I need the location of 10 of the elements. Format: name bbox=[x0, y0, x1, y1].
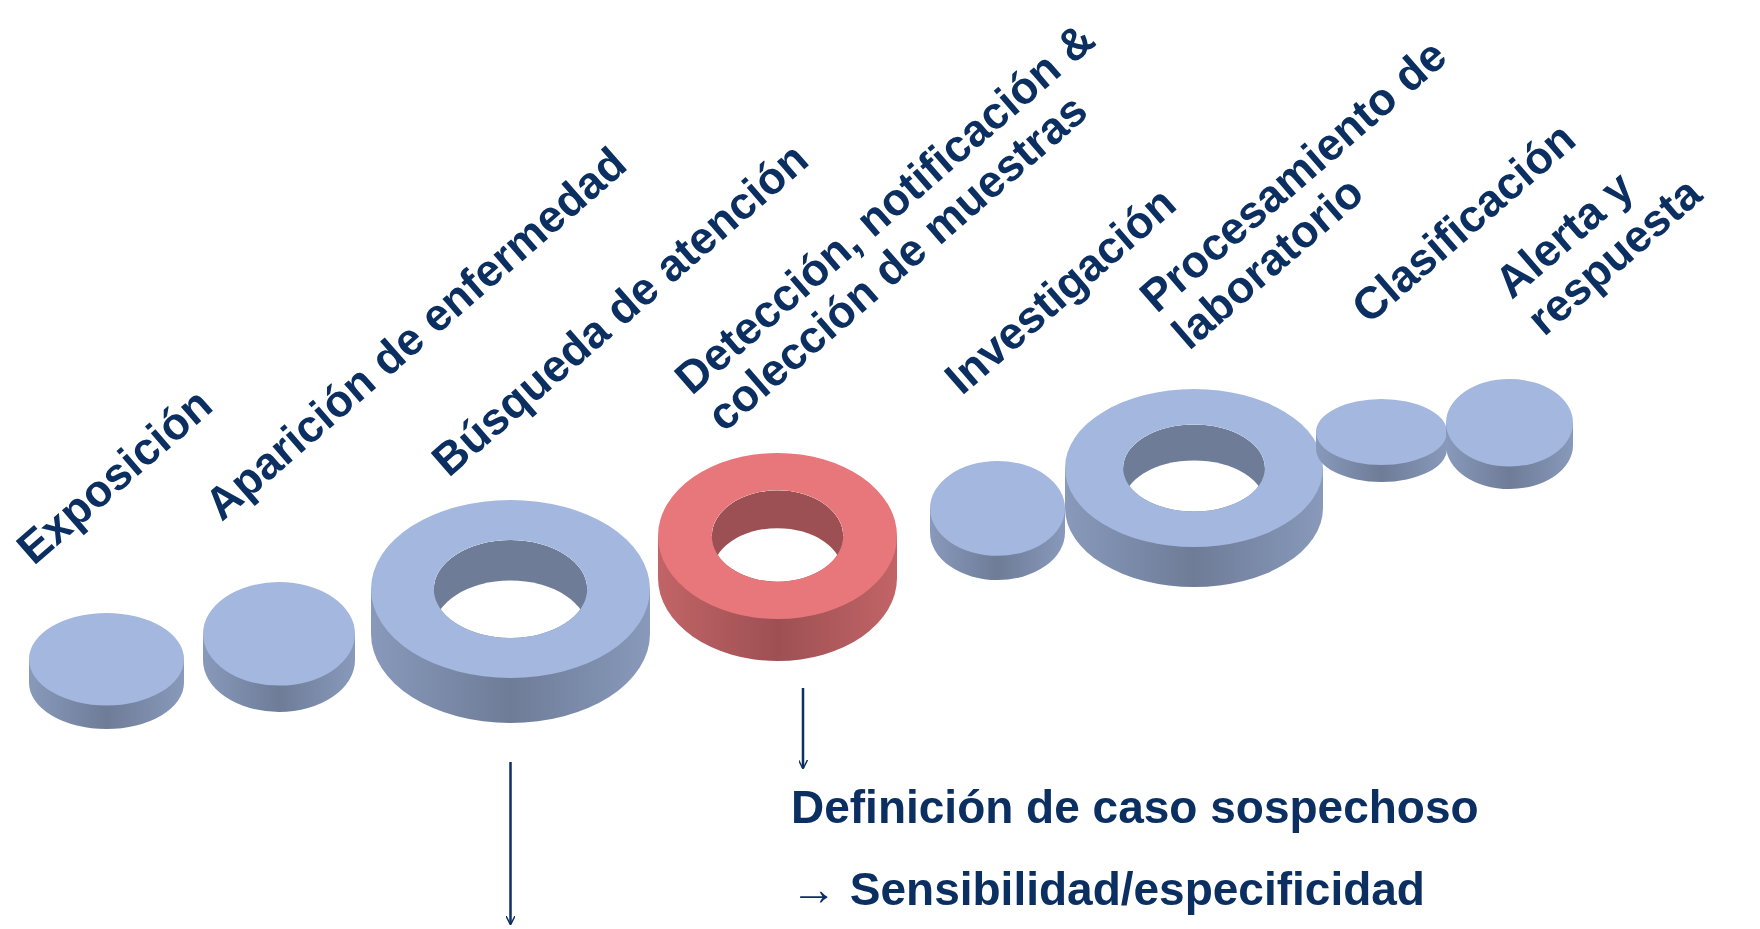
arrow bbox=[505, 762, 516, 926]
disc-shape bbox=[929, 460, 1066, 581]
definition-text: → Sensibilidad/especificidad bbox=[791, 862, 1426, 916]
disc-shape bbox=[1315, 398, 1448, 483]
ring-shape bbox=[657, 452, 898, 662]
disc-shape bbox=[1445, 378, 1574, 490]
disc-shape bbox=[28, 612, 185, 730]
arrow bbox=[797, 688, 809, 770]
definition-text: Definición de caso sospechoso bbox=[791, 780, 1480, 834]
disc-shape bbox=[202, 581, 356, 713]
